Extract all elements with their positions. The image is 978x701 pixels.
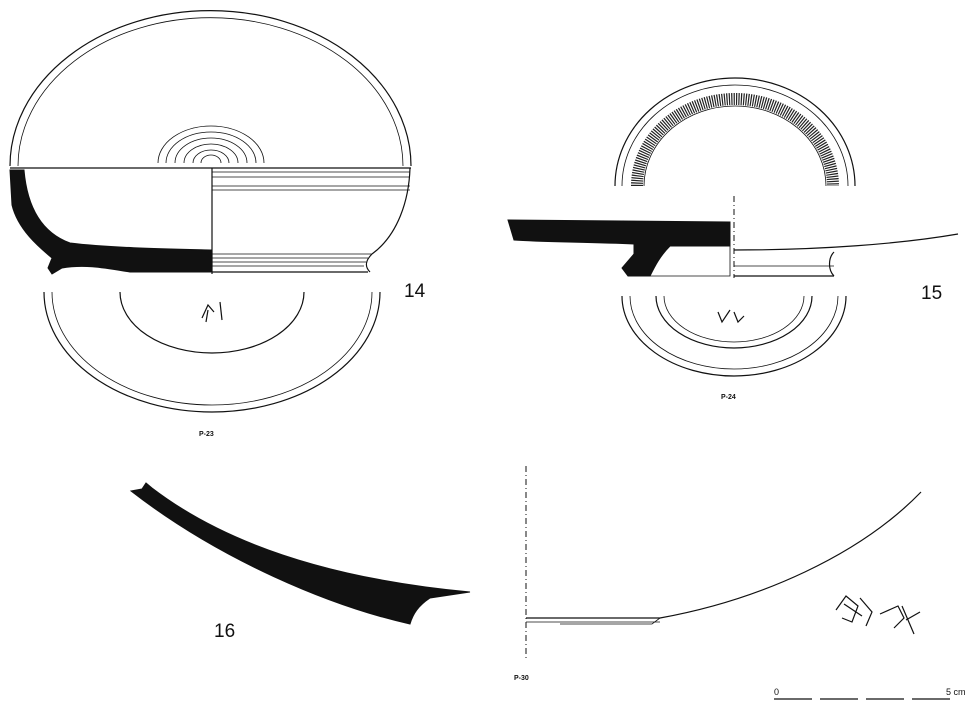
vessel-15-base-outer-2 bbox=[629, 295, 839, 370]
vessel-14-graffito bbox=[201, 301, 223, 323]
vessel-16-number: 16 bbox=[214, 621, 235, 642]
vessel-16-fragment-section bbox=[129, 482, 471, 625]
vessel-14-top-view-outer-rim bbox=[9, 10, 412, 167]
scale-bar-end-label: 5 cm bbox=[946, 687, 966, 697]
vessel-15-base-ring bbox=[655, 295, 813, 349]
scale-bar: 0 5 cm bbox=[774, 687, 966, 700]
vessel-15-foot-inner bbox=[650, 246, 731, 277]
vessel-14-base-outer bbox=[43, 291, 381, 413]
vessel-15-base-outer bbox=[621, 295, 847, 377]
vessel-15-top-inner bbox=[643, 105, 827, 187]
vessel-14-exterior-view bbox=[212, 167, 411, 273]
vessel-14-section-profile bbox=[9, 169, 213, 275]
vessel-15-exterior-view bbox=[733, 233, 959, 277]
scale-bar-start-label: 0 bbox=[774, 687, 779, 697]
vessel-15-graffito bbox=[717, 309, 745, 324]
vessel-14-top-view-inner-rim bbox=[17, 17, 404, 167]
vessel-15-top-outer-2 bbox=[621, 84, 849, 187]
vessel-14-base-outer-inner bbox=[51, 291, 373, 406]
vessel-14-inventory: P-23 bbox=[199, 431, 214, 438]
vessel-14-number: 14 bbox=[404, 281, 426, 302]
vessel-16-graffito bbox=[835, 595, 921, 635]
vessel-15-inventory: P-24 bbox=[721, 394, 736, 401]
vessel-16-drawing: 16 P-30 bbox=[129, 466, 922, 682]
vessel-15-top-outer bbox=[614, 77, 856, 187]
vessel-14-base-ring bbox=[119, 291, 305, 354]
vessel-14-drawing: 14 P-23 bbox=[9, 10, 426, 438]
vessel-15-number: 15 bbox=[921, 283, 942, 304]
vessel-16-exterior-profile bbox=[526, 491, 922, 619]
vessel-14-concentric-circles bbox=[157, 125, 265, 164]
vessel-15-section-profile bbox=[507, 219, 731, 277]
vessel-15-base-ring-2 bbox=[663, 295, 805, 343]
vessel-15-hatched-band bbox=[631, 93, 839, 187]
vessel-16-inventory: P-30 bbox=[514, 675, 529, 682]
vessel-15-drawing: 15 P-24 bbox=[507, 77, 959, 401]
